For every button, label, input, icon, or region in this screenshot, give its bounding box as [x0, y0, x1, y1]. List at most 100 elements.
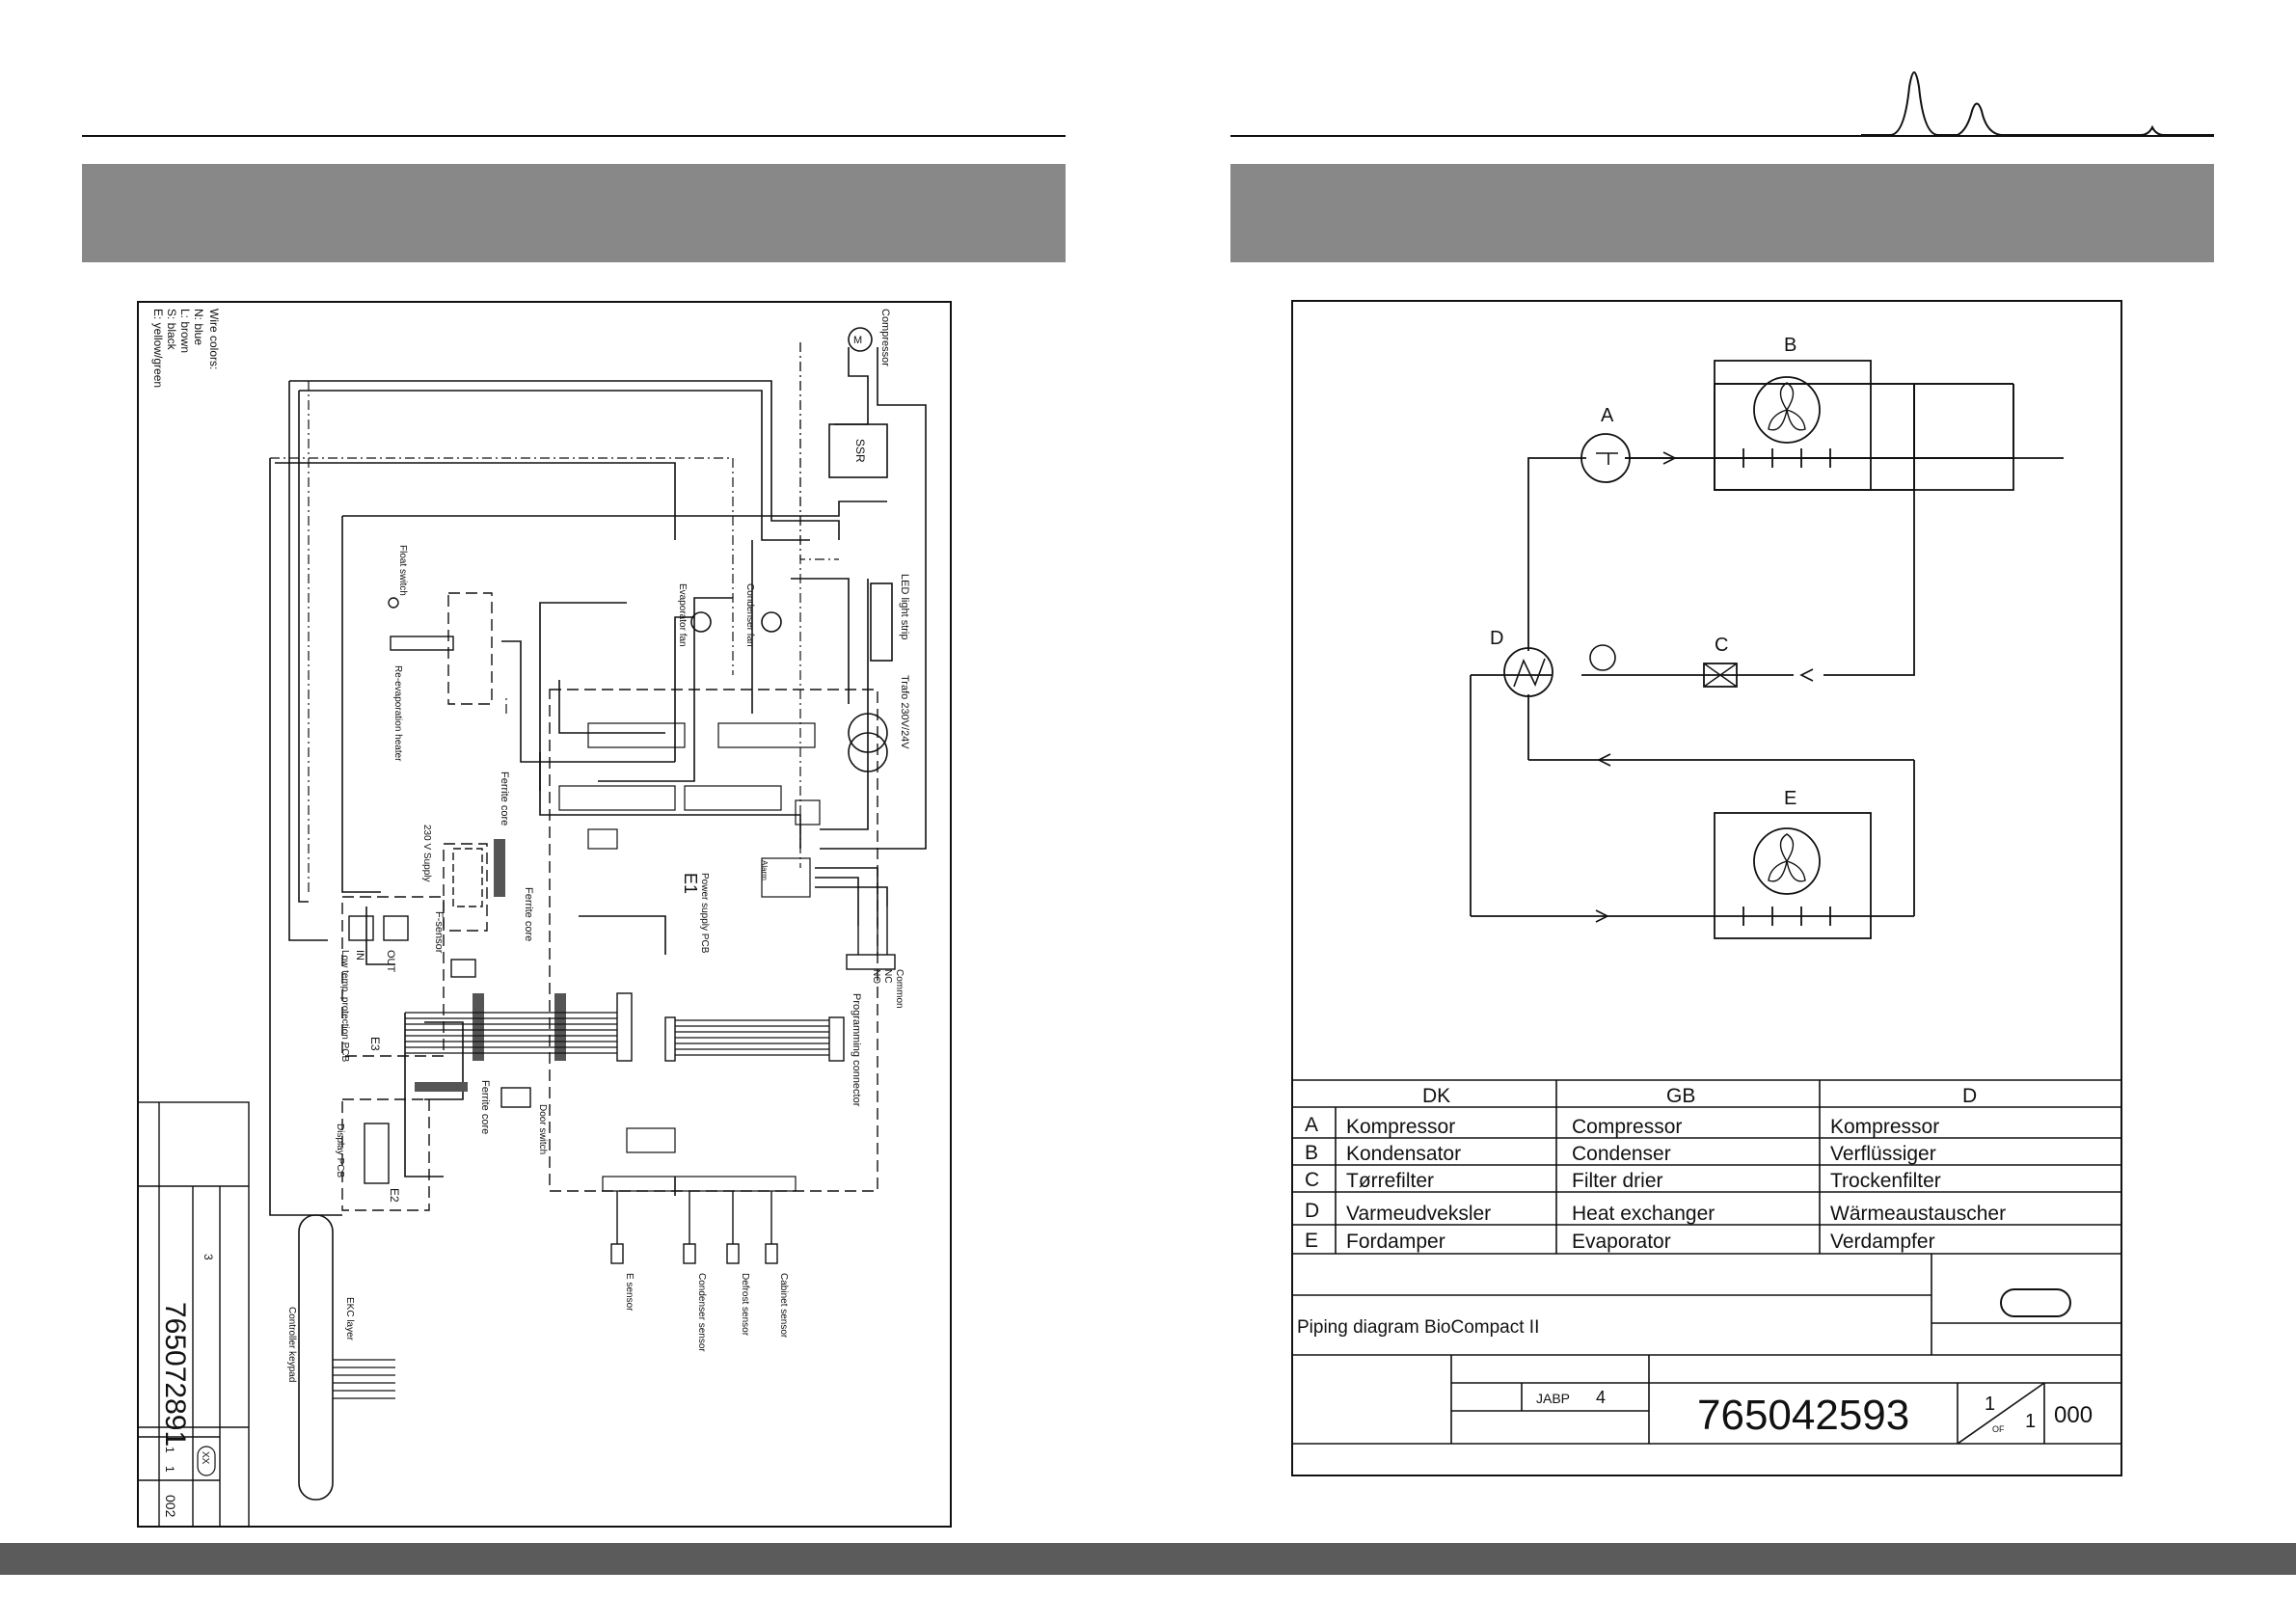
legend-table: [1292, 1079, 2121, 1255]
heater-icon: [390, 636, 454, 651]
ferrite-core-1-label: Ferrite core: [499, 771, 510, 826]
row-e-dk: Fordamper: [1346, 1231, 1445, 1253]
label-d: D: [1490, 628, 1503, 649]
wire-color-l: L: brown: [178, 309, 192, 353]
f-sensor-label: F-sensor: [433, 911, 445, 954]
low-temp-pcb-label: Low temp. protection PCB: [339, 950, 350, 1062]
e2-label: E2: [388, 1188, 401, 1203]
row-d-d: Wärmeaustauscher: [1830, 1203, 2006, 1225]
piping-title-block: [1292, 1254, 2121, 1445]
supply-icon: [452, 848, 483, 907]
wiring-title-block: [137, 1101, 250, 1528]
controller-keypad-label: Controller keypad: [286, 1307, 297, 1382]
reevap-heater-label: Re-evaporation heater: [392, 665, 403, 762]
wire-colors-legend: Wire colors: N: blue L: brown S: black E…: [151, 309, 221, 388]
piping-of-label: OF: [1992, 1424, 2005, 1434]
wire-colors-title: Wire colors:: [207, 309, 221, 369]
row-a-key: A: [1305, 1114, 1318, 1136]
row-e-gb: Evaporator: [1572, 1231, 1671, 1253]
right-header-rule: [1230, 135, 2214, 137]
piping-diagram: A B C D E DK GB D A Kompressor Compresso…: [1291, 300, 2122, 1476]
alarm-label: Alarm: [760, 860, 769, 880]
wiring-scale: 3: [202, 1254, 215, 1260]
compressor-label: Compressor: [879, 309, 891, 366]
row-c-dk: Tørrefilter: [1346, 1170, 1434, 1192]
row-e-d: Verdampfer: [1830, 1231, 1935, 1253]
terminal-blocks: [558, 722, 821, 1192]
row-b-dk: Kondensator: [1346, 1143, 1461, 1165]
svg-text:M: M: [853, 335, 862, 346]
in-label: IN: [354, 950, 365, 961]
door-switch-label: Door switch: [537, 1104, 548, 1154]
label-c: C: [1715, 635, 1728, 656]
wiring-diagram: Wire colors: N: blue L: brown S: black E…: [137, 301, 952, 1528]
flow-arrows: [1595, 451, 1814, 923]
main-loop: [1470, 384, 1915, 917]
ferrite-core-3-label: Ferrite core: [479, 1080, 491, 1134]
ferrite-core-2-icon: [473, 993, 484, 1061]
piping-signature: JABP: [1536, 1391, 1570, 1406]
heat-exchanger-d-icon: [1503, 647, 1553, 697]
ribbon-cables: [405, 1012, 829, 1056]
footer-band: [0, 1543, 2296, 1575]
label-e: E: [1784, 788, 1796, 809]
wiring-signature: XX: [200, 1451, 210, 1465]
piping-drawing-no: 765042593: [1697, 1392, 1909, 1439]
common-label: Common: [894, 969, 905, 1009]
row-b-d: Verflüssiger: [1830, 1143, 1936, 1165]
display-pcb-label: Display PCB: [335, 1123, 345, 1177]
evaporator-e-icon: [1714, 812, 1872, 939]
e-sensor-label: E sensor: [624, 1273, 635, 1312]
piping-title: Piping diagram BioCompact II: [1297, 1317, 1539, 1338]
trafo-icon: [848, 713, 888, 753]
earth-wires: [270, 342, 839, 892]
cabinet-sensor-label: Cabinet sensor: [778, 1273, 789, 1339]
row-d-gb: Heat exchanger: [1572, 1203, 1715, 1225]
f-sensor-icon: [450, 959, 476, 978]
wire-color-s: S: black: [165, 309, 178, 351]
ssr-icon: [828, 423, 888, 478]
compressor-motor-icon: [848, 327, 873, 352]
ferrite-core-2-label: Ferrite core: [523, 887, 534, 941]
condenser-fan-icon: [761, 611, 782, 633]
wiring-sheet-of: 1: [163, 1466, 176, 1473]
defrost-sensor-label: Defrost sensor: [740, 1273, 750, 1337]
float-switch-icon: [388, 597, 399, 609]
e3-label: E3: [368, 1037, 382, 1051]
table-header-gb: GB: [1666, 1085, 1695, 1107]
table-header-d: D: [1962, 1085, 1977, 1107]
evaporator-fan-icon: [690, 611, 712, 633]
filter-drier-c-icon: [1703, 663, 1738, 688]
row-b-key: B: [1305, 1142, 1318, 1164]
row-c-gb: Filter drier: [1572, 1170, 1663, 1192]
wiring-drawing-no: 765072891: [159, 1302, 191, 1447]
supply-label: 230 V Supply: [421, 825, 432, 882]
compressor-a-icon: [1580, 433, 1631, 483]
prog-connector-label: Programming connector: [851, 993, 862, 1107]
no-label: NO: [871, 969, 881, 984]
ferrite-core-3-icon: [415, 1082, 468, 1092]
prog-connector-icon: [828, 1016, 845, 1062]
controller-keypad-icon: [298, 1214, 334, 1501]
door-switch-icon: [500, 1087, 531, 1108]
logo-peaks-icon: [1861, 71, 2214, 136]
float-switch-label: Float switch: [397, 545, 408, 596]
condenser-sensor-label: Condenser sensor: [696, 1273, 707, 1352]
label-a: A: [1601, 405, 1614, 426]
wires: [269, 347, 927, 1216]
left-title-band: [82, 164, 1066, 262]
piping-scale: 4: [1596, 1388, 1606, 1407]
led-strip-icon: [870, 582, 893, 662]
row-b-gb: Condenser: [1572, 1143, 1671, 1165]
out-label: OUT: [385, 950, 396, 973]
row-a-d: Kompressor: [1830, 1116, 1939, 1138]
e1-label: E1: [681, 873, 700, 894]
table-header-dk: DK: [1422, 1085, 1450, 1107]
row-c-key: C: [1305, 1169, 1319, 1191]
evaporator-fan-label: Evaporator fan: [677, 583, 688, 647]
condenser-fan-label: Condenser fan: [744, 583, 755, 647]
wiring-sheet: 1: [163, 1447, 176, 1453]
nc-label: NC: [882, 969, 893, 983]
ssr-label: SSR: [853, 439, 867, 463]
signature-oval-icon: [2000, 1288, 2071, 1317]
